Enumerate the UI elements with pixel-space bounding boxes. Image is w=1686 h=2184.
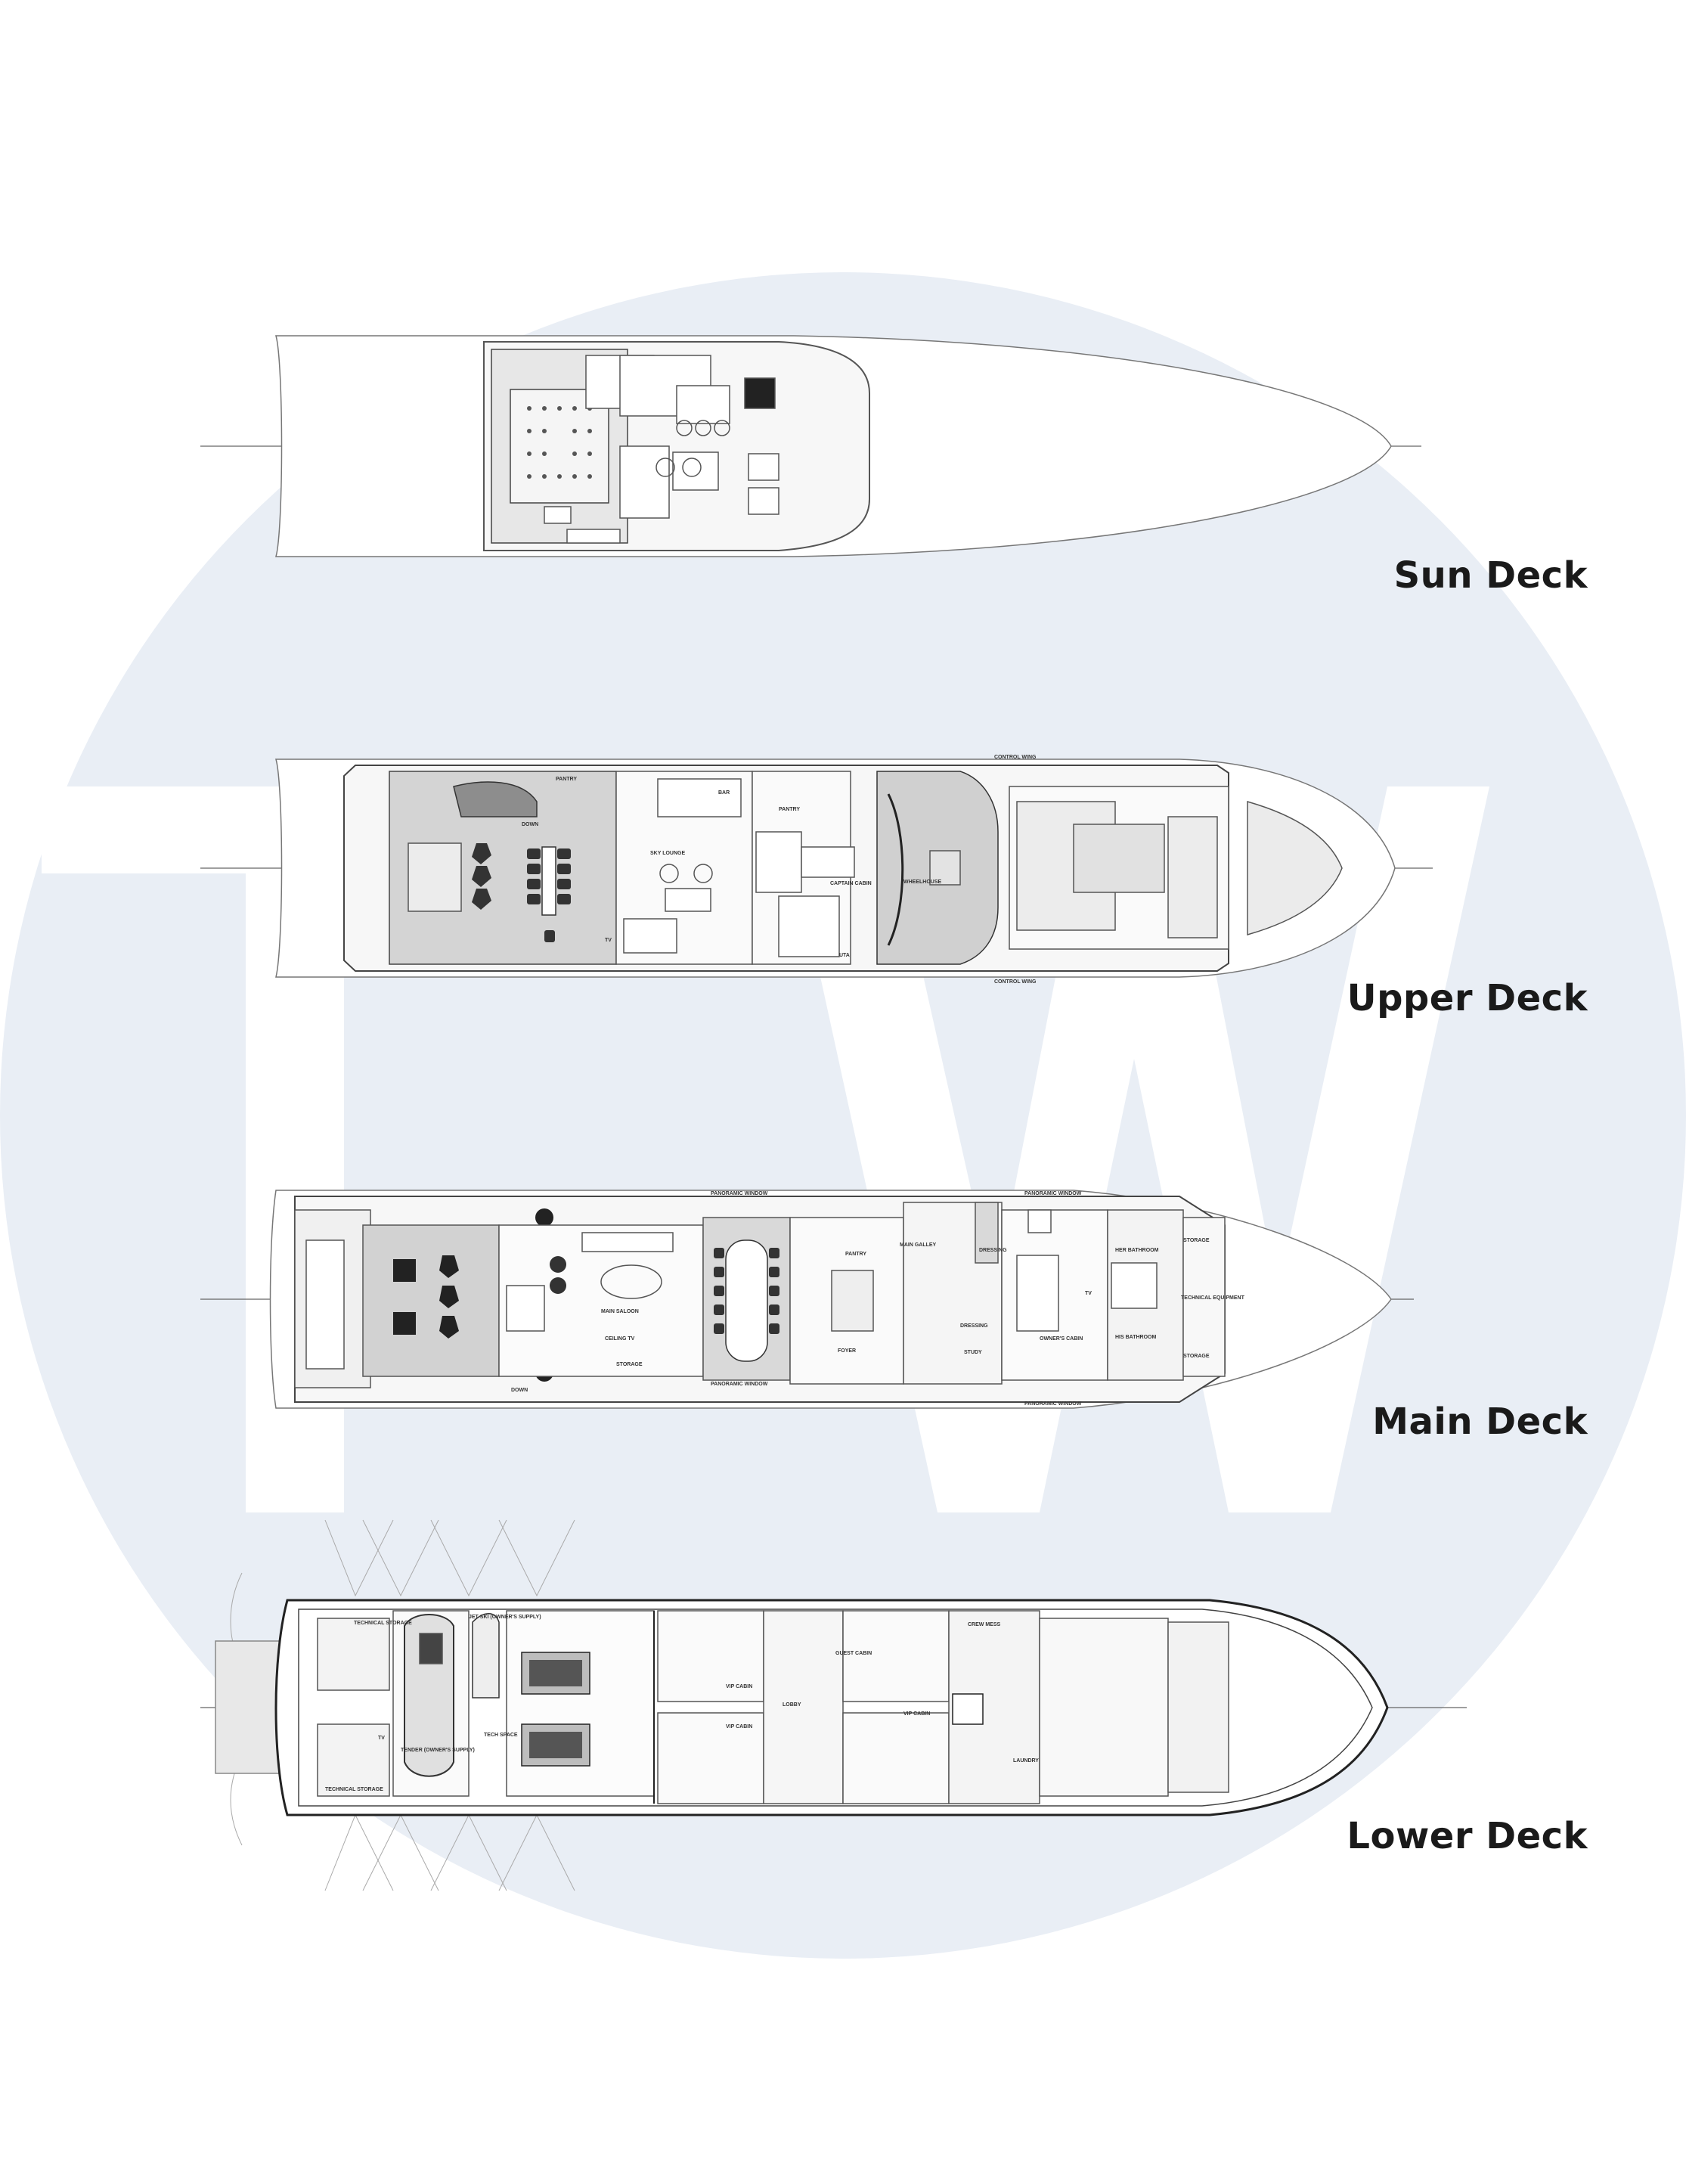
label-upper-bar: BAR bbox=[718, 790, 730, 796]
label-main-pantry: PANTRY bbox=[845, 1252, 866, 1257]
label-main-panoramic-window-top-2: PANORAMIC WINDOW bbox=[1024, 1191, 1082, 1196]
label-main-ceiling-tv: CEILING TV bbox=[605, 1336, 635, 1342]
label-lower-technical-storage-bottom: TECHNICAL STORAGE bbox=[325, 1787, 383, 1792]
label-upper-control-wing-top: CONTROL WING bbox=[994, 755, 1037, 760]
label-main-her-bathroom: HER BATHROOM bbox=[1115, 1248, 1159, 1253]
label-main-storage-2: STORAGE bbox=[1183, 1238, 1210, 1243]
watermark-circle bbox=[0, 272, 1686, 1959]
label-upper-pantry: PANTRY bbox=[556, 777, 577, 782]
upper-deck-plan bbox=[200, 759, 1433, 978]
label-main-dressing: DRESSING bbox=[979, 1248, 1007, 1253]
upper-deck-title: Upper Deck bbox=[1347, 977, 1588, 1019]
label-lower-vip-cabin-1: VIP CABIN bbox=[726, 1684, 752, 1689]
label-main-storage-3: STORAGE bbox=[1183, 1354, 1210, 1359]
label-lower-tech-space: TECH SPACE bbox=[484, 1733, 518, 1738]
label-lower-vip-cabin-3: VIP CABIN bbox=[903, 1711, 930, 1717]
label-main-down: DOWN bbox=[511, 1388, 528, 1393]
label-main-panoramic-window-top: PANORAMIC WINDOW bbox=[711, 1191, 768, 1196]
label-main-storage: STORAGE bbox=[616, 1362, 643, 1367]
label-upper-down: DOWN bbox=[522, 822, 538, 827]
lower-deck-title: Lower Deck bbox=[1347, 1815, 1588, 1857]
label-main-owners-cabin: OWNER'S CABIN bbox=[1040, 1336, 1083, 1342]
label-lower-guest-cabin: GUEST CABIN bbox=[835, 1651, 872, 1656]
label-upper-sky-lounge: SKY LOUNGE bbox=[650, 851, 685, 856]
label-upper-captain-cabin: CAPTAIN CABIN bbox=[830, 881, 872, 886]
label-lower-laundry: LAUNDRY bbox=[1013, 1758, 1039, 1764]
plan-room-labels: PANTRY SKY LOUNGE BAR PANTRY CAPTAIN CAB… bbox=[325, 755, 1245, 1792]
label-main-panoramic-window-bottom-2: PANORAMIC WINDOW bbox=[1024, 1401, 1082, 1407]
label-upper-tv: TV bbox=[605, 938, 612, 943]
label-main-saloon: MAIN SALOON bbox=[601, 1309, 639, 1314]
sun-deck-title: Sun Deck bbox=[1393, 554, 1588, 597]
label-upper-pantry-2: PANTRY bbox=[779, 807, 800, 812]
label-upper-wheelhouse: WHEELHOUSE bbox=[903, 879, 942, 885]
main-deck-title: Main Deck bbox=[1372, 1401, 1588, 1443]
lower-deck-plan bbox=[200, 1519, 1467, 1891]
label-upper-uta: UTA bbox=[839, 953, 850, 958]
label-main-panoramic-window-bottom: PANORAMIC WINDOW bbox=[711, 1382, 768, 1387]
label-lower-technical-storage-top: TECHNICAL STORAGE bbox=[354, 1621, 412, 1626]
label-main-his-bathroom: HIS BATHROOM bbox=[1115, 1335, 1156, 1340]
label-lower-tender: TENDER (OWNER'S SUPPLY) bbox=[401, 1748, 475, 1753]
label-lower-lobby: LOBBY bbox=[783, 1702, 801, 1708]
sun-deck-plan bbox=[200, 335, 1421, 557]
label-lower-crew-mess: CREW MESS bbox=[968, 1622, 1001, 1627]
label-main-technical-equipment: TECHNICAL EQUIPMENT bbox=[1181, 1295, 1245, 1301]
label-lower-vip-cabin-2: VIP CABIN bbox=[726, 1724, 752, 1730]
label-upper-control-wing-bottom: CONTROL WING bbox=[994, 979, 1037, 985]
label-lower-jet-ski: JET SKI (OWNER'S SUPPLY) bbox=[469, 1615, 541, 1620]
label-main-dressing-2: DRESSING bbox=[960, 1323, 988, 1329]
main-deck-plan bbox=[200, 1190, 1414, 1409]
label-lower-tv: TV bbox=[378, 1736, 385, 1741]
label-main-study: STUDY bbox=[964, 1350, 982, 1355]
label-main-foyer: FOYER bbox=[838, 1348, 856, 1354]
label-main-tv: TV bbox=[1085, 1291, 1092, 1296]
label-main-galley: MAIN GALLEY bbox=[900, 1242, 937, 1248]
